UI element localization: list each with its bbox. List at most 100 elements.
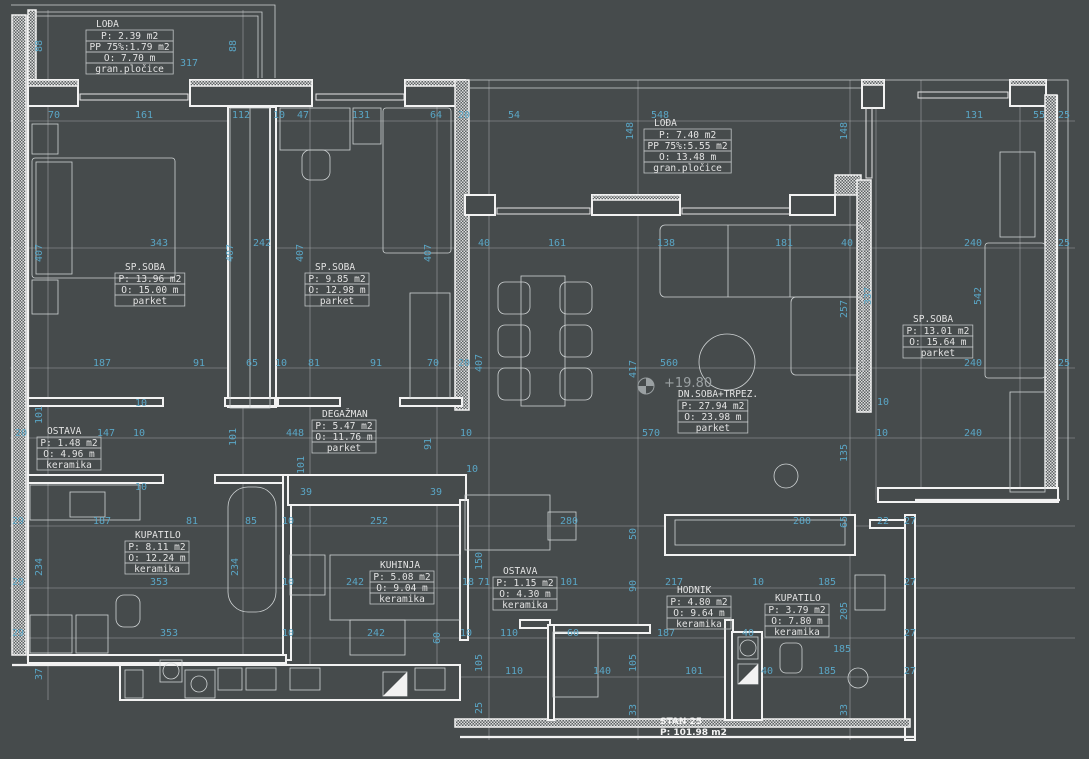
- dimension-label: 27: [904, 577, 916, 588]
- dimension-label: 148: [839, 122, 850, 140]
- dimension-label: 27: [904, 666, 916, 677]
- room-name: LOĐA: [654, 118, 677, 129]
- dimension-label: 205: [839, 602, 850, 620]
- unit-title: STAN 25: [660, 717, 702, 727]
- dimension-label: 37: [34, 668, 45, 680]
- dimension-label: 60: [432, 632, 443, 644]
- dimension-label: 150: [474, 552, 485, 570]
- dimension-label: 337: [863, 287, 874, 305]
- dimension-label: 185: [833, 644, 851, 655]
- dimension-label: 217: [665, 577, 683, 588]
- room-info-line: P: 1.48 m2: [40, 438, 97, 449]
- room-info-cell: [369, 592, 435, 605]
- dimension-label: 317: [180, 58, 198, 69]
- dimension-label: 39: [300, 487, 312, 498]
- dimension-label: 20: [458, 110, 470, 121]
- dimension-label: 353: [150, 577, 168, 588]
- room-name: KUPATILO: [775, 593, 821, 604]
- room-info-line: O: 15.00 m: [121, 285, 178, 296]
- dimension-label: 105: [474, 654, 485, 672]
- installation-shafts: [119, 636, 759, 701]
- dimension-label: 50: [628, 528, 639, 540]
- dimension-label: 242: [367, 628, 385, 639]
- dimension-label: 343: [150, 238, 168, 249]
- dimension-label: 40: [841, 238, 853, 249]
- room-name: SP.SOBA: [125, 262, 165, 273]
- dimension-label: 20: [458, 358, 470, 369]
- wardrobe: [229, 107, 271, 409]
- dimension-label: 70: [48, 110, 60, 121]
- dimension-label: 10: [282, 516, 294, 527]
- unit-area: P: 101.98 m2: [660, 728, 727, 738]
- room-info-line: gran.pločice: [95, 64, 164, 75]
- dimension-label: 10: [282, 577, 294, 588]
- dimension-label: 101: [560, 577, 578, 588]
- dimension-label: 147: [97, 428, 115, 439]
- room-info-line: O: 4.96 m: [43, 449, 95, 460]
- dimension-label: 140: [593, 666, 611, 677]
- room-info-line: O: 13.48 m: [659, 152, 716, 163]
- dimension-label: 570: [642, 428, 660, 439]
- room-info-cell: [85, 62, 174, 75]
- bathtub: [227, 486, 277, 613]
- dimension-label: 407: [423, 244, 434, 262]
- dimension-label: 407: [225, 244, 236, 262]
- dimension-label: 60: [567, 628, 579, 639]
- dimension-label: 560: [660, 358, 678, 369]
- dimension-label: 10: [460, 428, 472, 439]
- dimension-label: 40: [478, 238, 490, 249]
- dimension-label: 10: [135, 482, 147, 493]
- room-info-line: P: 8.11 m2: [128, 542, 185, 553]
- room-info-line: PP 75%:5.55 m2: [648, 141, 728, 152]
- room-name: SP.SOBA: [315, 262, 355, 273]
- room-info-line: P: 5.47 m2: [315, 421, 372, 432]
- room-info-line: keramika: [774, 627, 820, 638]
- dimension-label: 10: [466, 464, 478, 475]
- dimension-label: 240: [964, 358, 982, 369]
- dimension-label: 138: [657, 238, 675, 249]
- dimension-label: 25: [1058, 358, 1070, 369]
- dimension-label: 20: [15, 428, 27, 439]
- room-name: KUPATILO: [135, 530, 181, 541]
- room-info-cell: [677, 421, 749, 434]
- room-name: HODNIK: [677, 585, 712, 596]
- dimension-label: 47: [297, 110, 309, 121]
- dimension-label: 10: [133, 428, 145, 439]
- dimension-label: 10: [135, 398, 147, 409]
- dimension-label: 54: [508, 110, 520, 121]
- room-info-line: P: 13.01 m2: [906, 326, 969, 337]
- dimension-label: 161: [548, 238, 566, 249]
- room-info-line: O: 15.64 m: [909, 337, 966, 348]
- dimension-label: 131: [352, 110, 370, 121]
- elevation-label: +19.80: [664, 376, 712, 391]
- dimension-label: 280: [560, 516, 578, 527]
- dimension-label: 105: [628, 654, 639, 672]
- room-info-line: O: 12.24 m: [128, 553, 185, 564]
- dimension-label: 448: [286, 428, 304, 439]
- dimension-label: 101: [685, 666, 703, 677]
- dimension-label: 10: [460, 628, 472, 639]
- dimension-label: 10: [275, 358, 287, 369]
- double-bed: [31, 157, 176, 279]
- room-name: KUHINJA: [380, 560, 420, 571]
- dimension-label: 234: [230, 558, 241, 576]
- dimension-label: 25: [1058, 110, 1070, 121]
- dimension-label: 18: [462, 577, 474, 588]
- room-info-line: O: 23.98 m: [684, 412, 741, 423]
- dimension-label: 407: [295, 244, 306, 262]
- dimension-label: 27: [904, 628, 916, 639]
- dimension-label: 131: [965, 110, 983, 121]
- dimension-label: 234: [34, 558, 45, 576]
- dimension-label: 40: [761, 666, 773, 677]
- dimension-label: 33: [839, 704, 850, 716]
- dimension-label: 90: [628, 580, 639, 592]
- dimension-label: 101: [34, 406, 45, 424]
- dimension-label: 101: [228, 428, 239, 446]
- room-info-cell: [492, 598, 558, 611]
